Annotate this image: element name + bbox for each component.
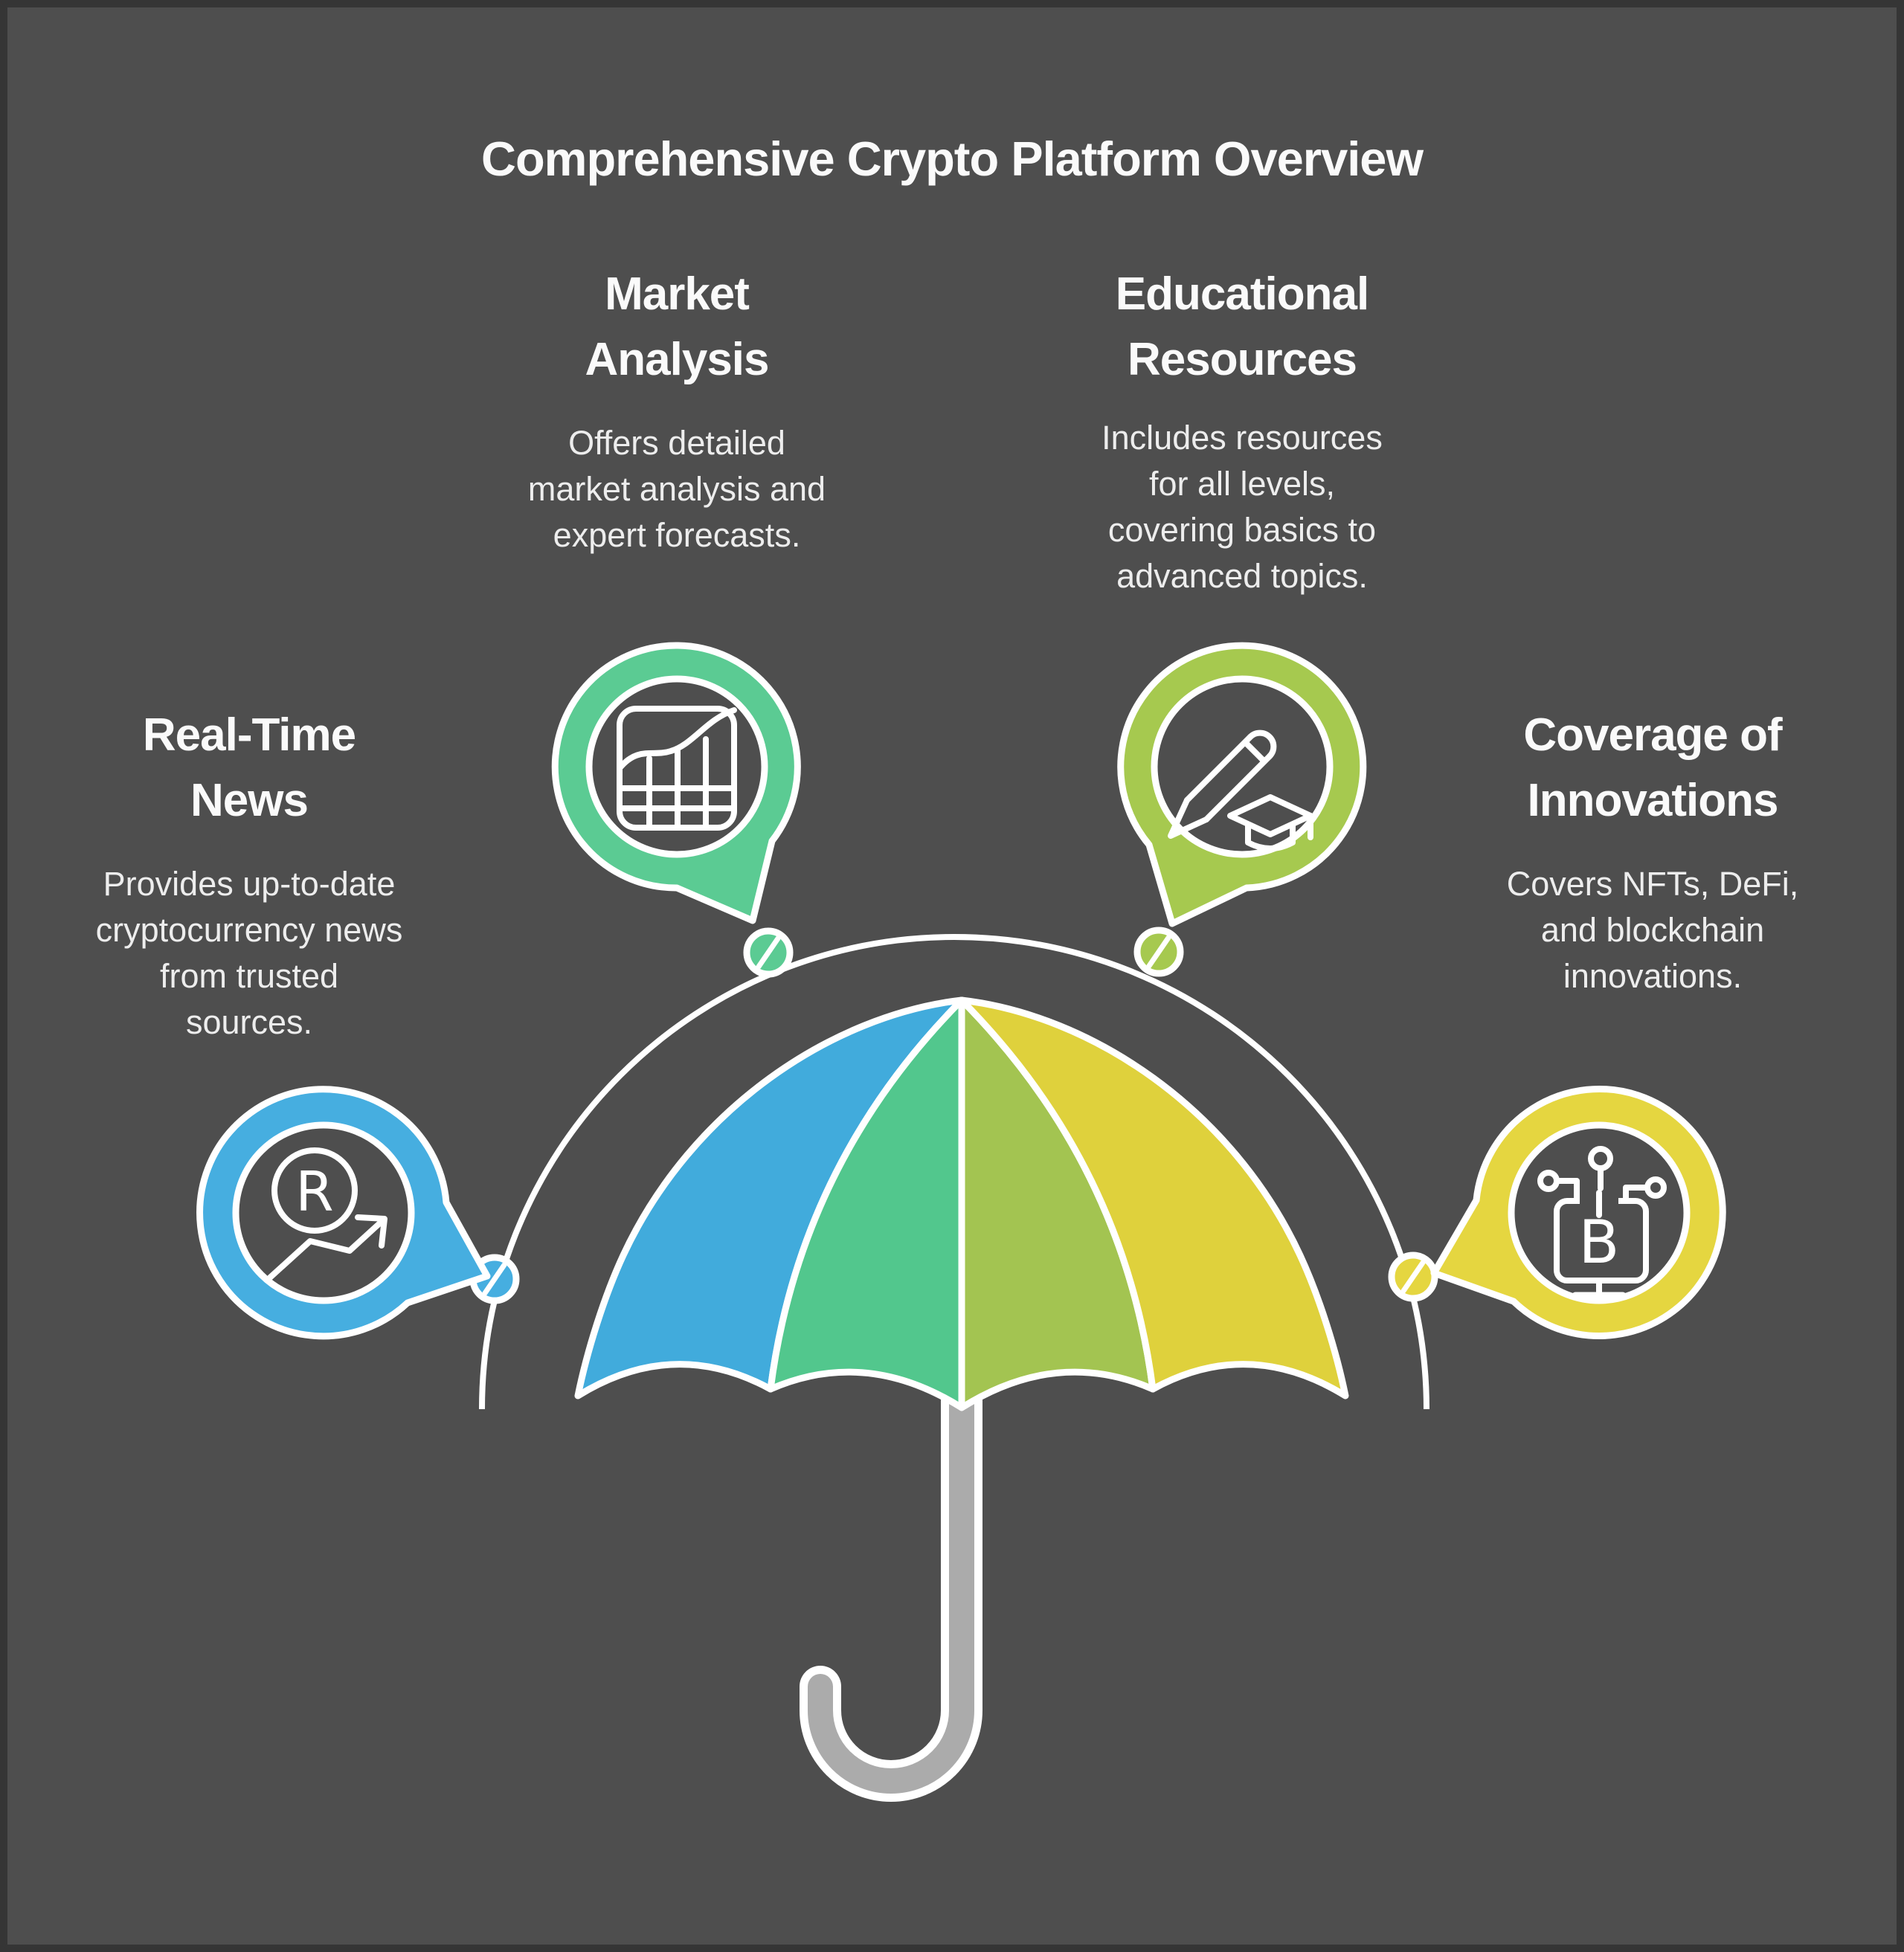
umbrella-panel-yellow [958, 996, 1349, 1399]
chart-grid-icon [617, 706, 737, 831]
connector-arc [479, 934, 1429, 1410]
registered-trend-arrow-icon [267, 1147, 387, 1281]
speech-bubble-innovations: B [1430, 1085, 1726, 1339]
pencil-graduation-cap-icon [1168, 729, 1313, 851]
bitcoin-monitor-icon [1537, 1146, 1667, 1299]
arc-nodes [469, 927, 1438, 1304]
speech-bubble-news: R [196, 1086, 491, 1340]
body-coverage-of-innovations: Covers NFTs, DeFi, and blockchain innova… [1506, 865, 1799, 996]
umbrella-panel-green [767, 996, 965, 1411]
page-title: Comprehensive Crypto Platform Overview [481, 132, 1424, 186]
node-innovations [1388, 1252, 1438, 1302]
body-real-time-news: Provides up-to-date cryptocurrency news … [95, 865, 403, 1042]
umbrella-handle [800, 1377, 982, 1802]
body-market-analysis: Offers detailed market analysis and expe… [527, 424, 826, 555]
heading-educational-resources: Educational Resources [1115, 268, 1369, 386]
umbrella-canopy [574, 996, 1349, 1411]
body-educational-resources: Includes resources for all levels, cover… [1101, 419, 1383, 596]
heading-coverage-of-innovations: Coverage of Innovations [1523, 709, 1782, 827]
node-market [743, 927, 794, 978]
umbrella-handle-outline [800, 1377, 982, 1802]
node-education [1133, 927, 1184, 977]
umbrella-handle-pole [808, 1385, 974, 1794]
speech-bubble-education [1117, 642, 1367, 927]
heading-real-time-news: Real-Time News [142, 709, 356, 827]
registered-r-glyph: R [295, 1160, 333, 1224]
heading-market-analysis: Market Analysis [585, 268, 769, 386]
speech-bubble-market [551, 642, 801, 924]
bitcoin-b-glyph: B [1579, 1208, 1620, 1277]
